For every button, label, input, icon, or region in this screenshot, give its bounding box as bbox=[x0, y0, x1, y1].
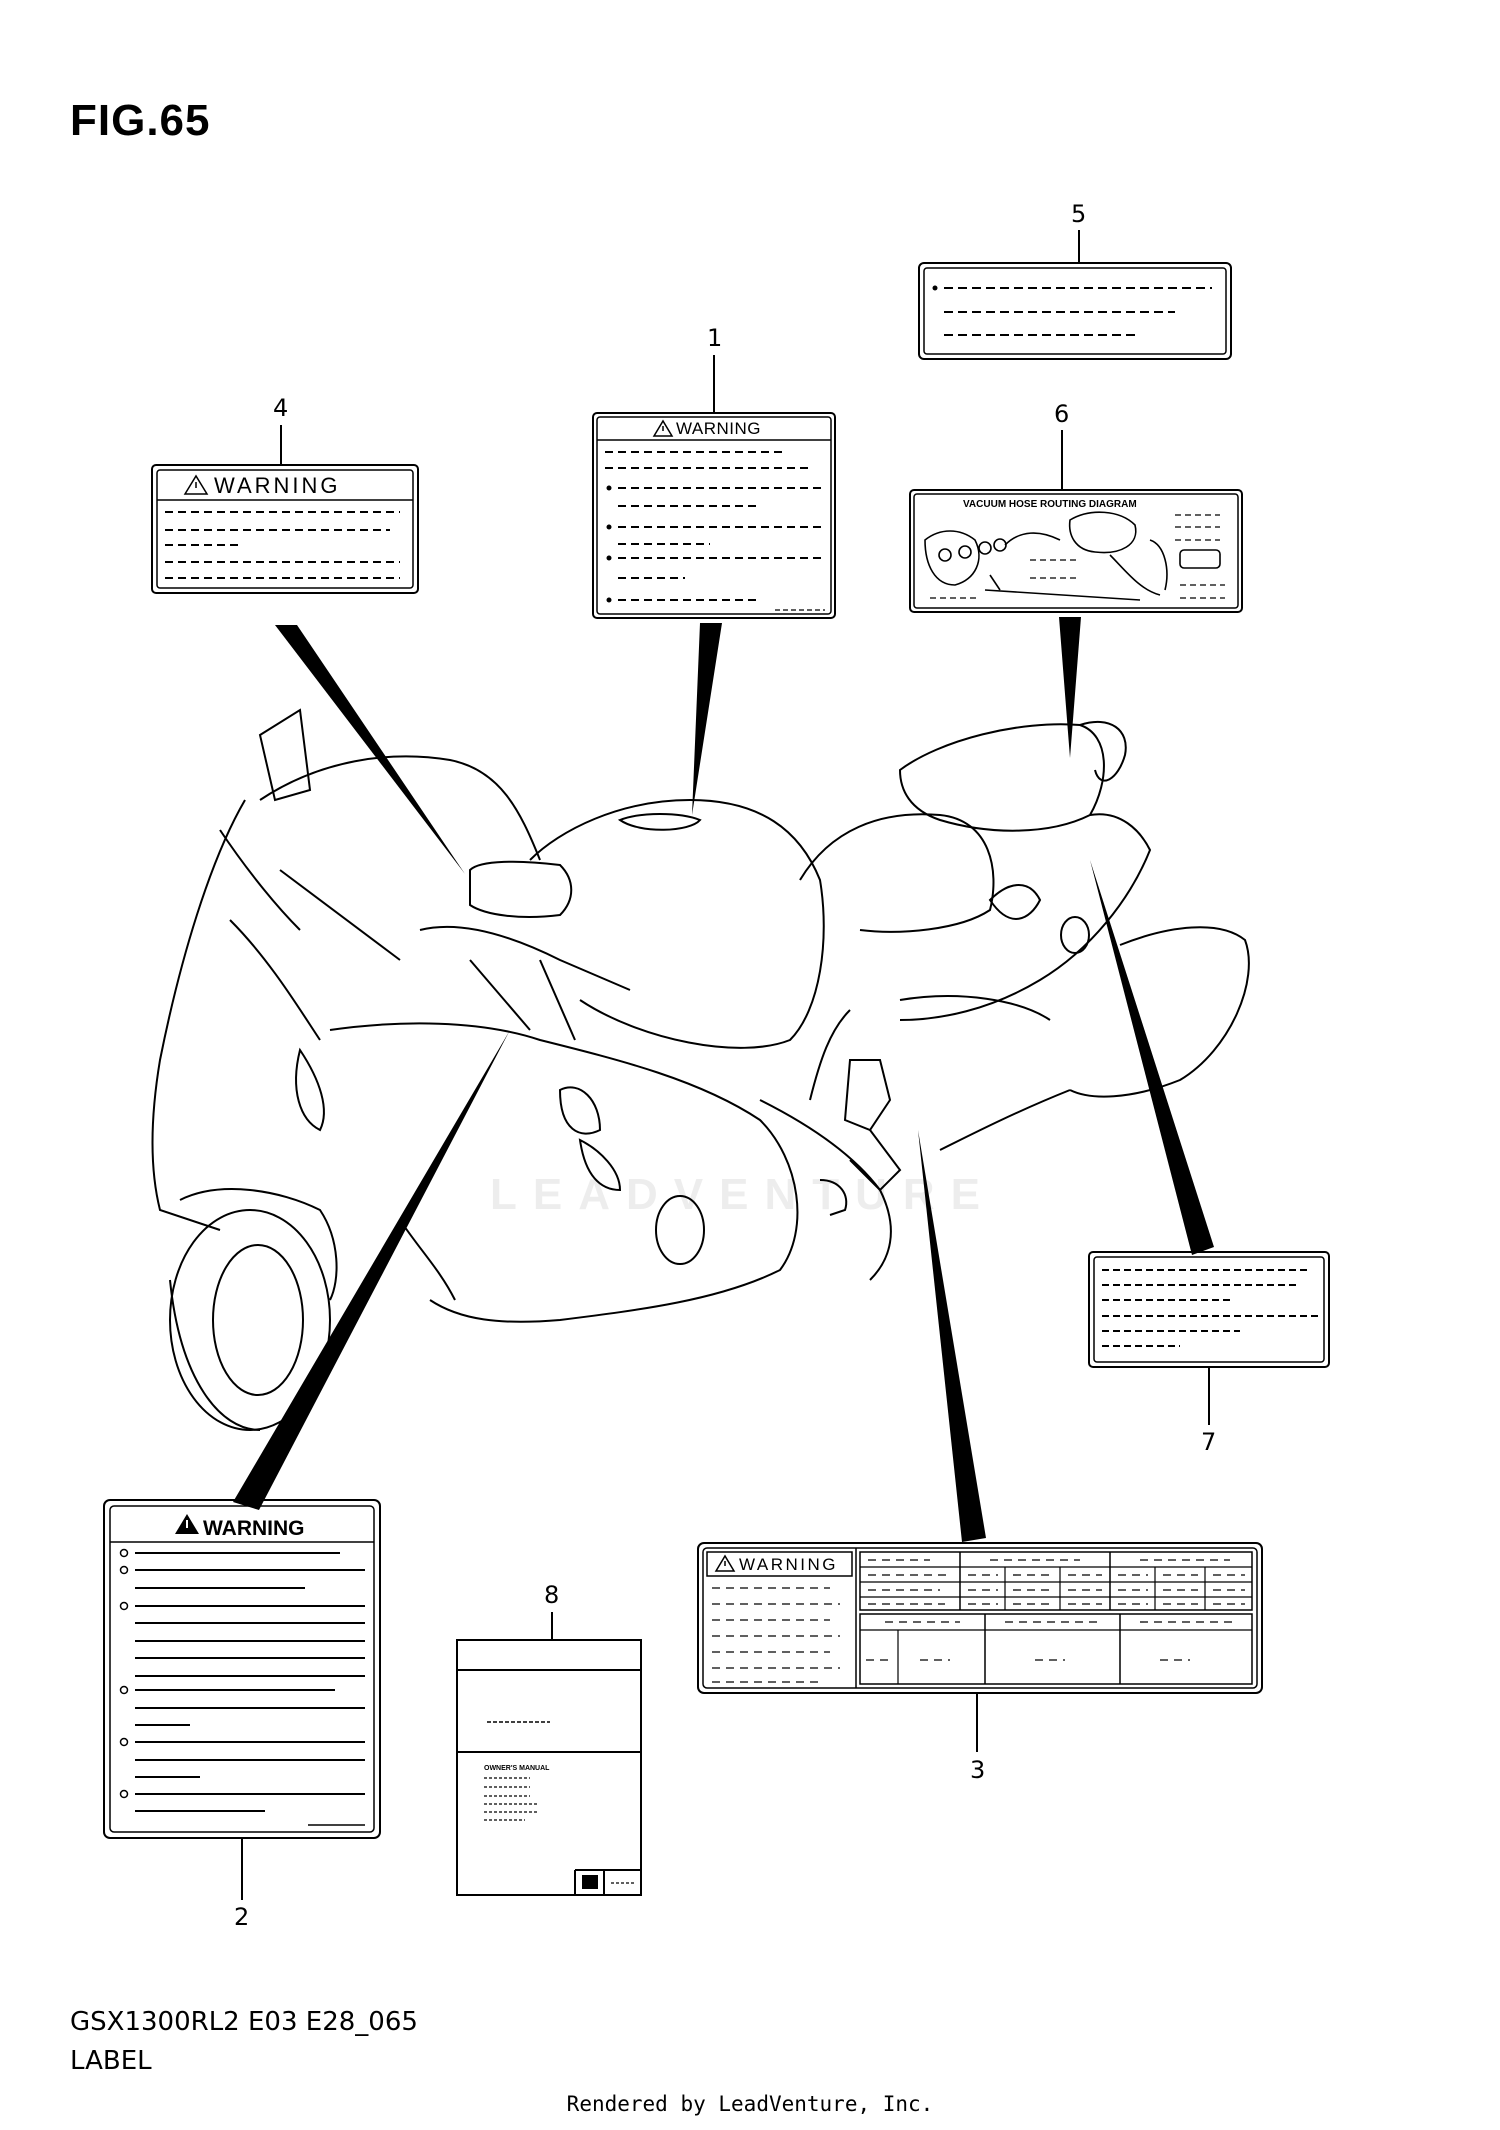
warning-triangle-icon bbox=[714, 1554, 736, 1572]
label-3-left-text bbox=[712, 1587, 840, 1683]
leader-wedge-6 bbox=[1059, 617, 1081, 758]
vacuum-diagram-title: VACUUM HOSE ROUTING DIAGRAM bbox=[963, 499, 1137, 510]
callout-2: 2 bbox=[234, 1903, 249, 1931]
owners-manual-title: OWNER'S MANUAL bbox=[484, 1765, 550, 1772]
warning-triangle-icon bbox=[652, 419, 674, 437]
leader-wedge-2 bbox=[233, 1030, 510, 1510]
label-5[interactable] bbox=[918, 262, 1232, 360]
label-4[interactable] bbox=[151, 464, 419, 594]
callout-7: 7 bbox=[1201, 1428, 1216, 1456]
label-2-warning: WARNING bbox=[203, 1517, 305, 1540]
label-3-upper-cells bbox=[868, 1559, 1245, 1605]
label-3-warning: WARNING bbox=[739, 1555, 838, 1574]
figure-title: FIG.65 bbox=[70, 96, 211, 145]
callout-1: 1 bbox=[707, 324, 722, 352]
leader-wedge-7 bbox=[1090, 860, 1214, 1255]
label-3[interactable] bbox=[697, 1542, 1263, 1694]
watermark: LEADVENTURE bbox=[490, 1170, 997, 1219]
warning-triangle-icon bbox=[175, 1514, 199, 1534]
callout-3: 3 bbox=[970, 1756, 985, 1784]
label-7[interactable] bbox=[1088, 1251, 1330, 1368]
leader-wedge-3 bbox=[918, 1130, 986, 1542]
leader-wedge-4 bbox=[275, 625, 465, 874]
item-8-owners-manual[interactable] bbox=[456, 1639, 642, 1896]
label-1-warning: WARNING bbox=[676, 419, 761, 438]
callout-8: 8 bbox=[544, 1581, 559, 1609]
label-1[interactable] bbox=[592, 412, 836, 619]
callout-6: 6 bbox=[1054, 400, 1069, 428]
motorcycle-outline bbox=[151, 708, 1250, 1431]
label-6[interactable] bbox=[909, 489, 1243, 613]
label-4-warning: WARNING bbox=[214, 473, 341, 498]
model-code: GSX1300RL2 E03 E28_065 bbox=[70, 2007, 418, 2037]
leader-wedge-1 bbox=[692, 623, 722, 815]
callout-5: 5 bbox=[1071, 200, 1086, 228]
label-3-lower-cells bbox=[866, 1621, 1235, 1661]
hose-diagram-notes bbox=[930, 514, 1225, 599]
label-2[interactable] bbox=[103, 1499, 381, 1839]
footer-credit: Rendered by LeadVenture, Inc. bbox=[566, 2092, 934, 2116]
hose-diagram-icon bbox=[924, 511, 1221, 601]
leader-lines bbox=[233, 617, 1214, 1542]
brand-logo-icon bbox=[582, 1875, 598, 1889]
warning-triangle-icon bbox=[183, 474, 209, 495]
section-name: LABEL bbox=[70, 2046, 152, 2076]
callout-4: 4 bbox=[273, 394, 288, 422]
